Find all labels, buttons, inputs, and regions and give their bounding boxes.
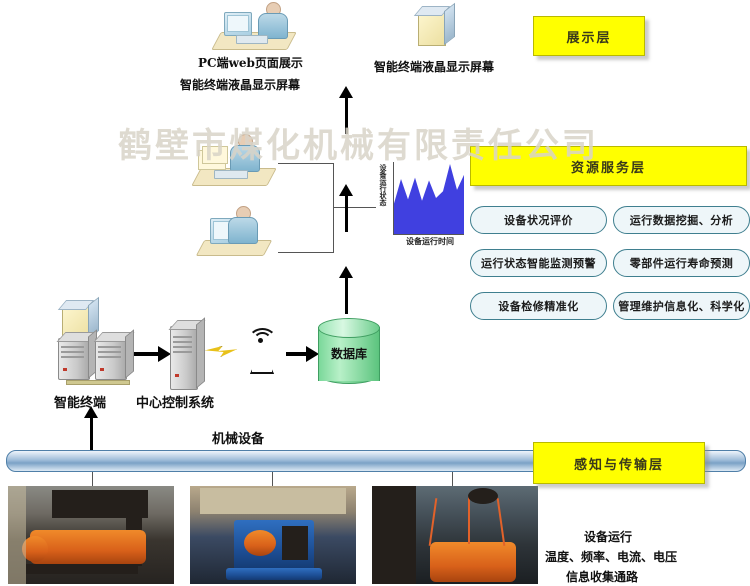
arrow-bar-to-terminal-head (84, 406, 98, 418)
chart-area-series (394, 164, 464, 234)
terminal-screen-caption: 智能终端液晶显示屏幕 (374, 60, 495, 74)
operator-analyst-icon (191, 134, 278, 190)
central-control-system-tower (168, 317, 206, 390)
smart-terminal-server-2 (93, 329, 135, 380)
pc-web-caption-line1: PC端web页面展示 (198, 56, 303, 70)
footer-note-line2: 温度、频率、电流、电压 (545, 550, 678, 564)
service-box-4[interactable]: 零部件运行寿命预测 (613, 249, 750, 277)
connector-viewer (278, 252, 334, 253)
drop-line-photo-2 (272, 470, 273, 486)
equipment-photo-2 (190, 486, 356, 584)
footer-note-line3: 信息收集通路 (566, 570, 639, 584)
desktop-user-icon (210, 2, 300, 54)
service-box-6[interactable]: 管理维护信息化、科学化 (613, 292, 750, 320)
chart-y-axis-label: 设备运行状态 (379, 164, 388, 206)
equipment-status-chart: 设备运行状态 设备运行时间 (376, 162, 466, 254)
arrow-terminal-to-control-shaft (130, 352, 158, 356)
equipment-photo-1 (8, 486, 174, 584)
lcd-screen-box-icon-top (413, 2, 455, 46)
footer-note-line1: 设备运行 (584, 530, 633, 544)
service-box-1[interactable]: 设备状况评价 (470, 206, 607, 234)
drop-line-photo-1 (92, 470, 93, 486)
database-label: 数据库 (330, 347, 367, 361)
layer-banner-resource: 资源服务层 (470, 146, 747, 186)
flow-arrow-shaft-mid (345, 196, 348, 232)
antenna-tower-icon (238, 328, 282, 378)
smart-terminal-label: 智能终端 (54, 396, 107, 411)
flow-arrow-shaft-top (345, 98, 348, 134)
central-control-label: 中心控制系统 (136, 396, 215, 411)
database-cylinder: 数据库 (318, 318, 380, 390)
terminal-bus-line (66, 380, 130, 385)
connector-to-chart (333, 207, 376, 208)
service-box-5[interactable]: 设备检修精准化 (470, 292, 607, 320)
chart-plot-area (393, 162, 464, 235)
layer-banner-sensing: 感知与传输层 (533, 442, 705, 484)
chart-x-axis-label: 设备运行时间 (406, 236, 454, 246)
connector-bracket (333, 163, 334, 253)
connector-analyst (278, 163, 334, 164)
machine-equipment-label: 机械设备 (212, 432, 265, 447)
arrow-terminal-to-control-head (158, 346, 171, 362)
flow-arrow-head-top (339, 86, 353, 98)
lightning-bolt-icon (205, 342, 237, 360)
flow-arrow-head-low (339, 266, 353, 278)
smart-terminal-server-1 (56, 329, 98, 380)
pc-web-caption-line2: 智能终端液晶显示屏幕 (180, 78, 301, 92)
arrow-antenna-to-db-shaft (286, 352, 306, 356)
flow-arrow-shaft-low (345, 278, 348, 314)
arrow-bar-to-terminal-shaft (90, 416, 93, 450)
equipment-photo-3 (372, 486, 538, 584)
drop-line-photo-3 (452, 470, 453, 486)
operator-viewer-icon (195, 204, 276, 258)
layer-banner-presentation: 展示层 (533, 16, 645, 56)
service-box-3[interactable]: 运行状态智能监测预警 (470, 249, 607, 277)
service-box-2[interactable]: 运行数据挖掘、分析 (613, 206, 750, 234)
flow-arrow-head-mid (339, 184, 353, 196)
arrow-antenna-to-db-head (306, 346, 319, 362)
